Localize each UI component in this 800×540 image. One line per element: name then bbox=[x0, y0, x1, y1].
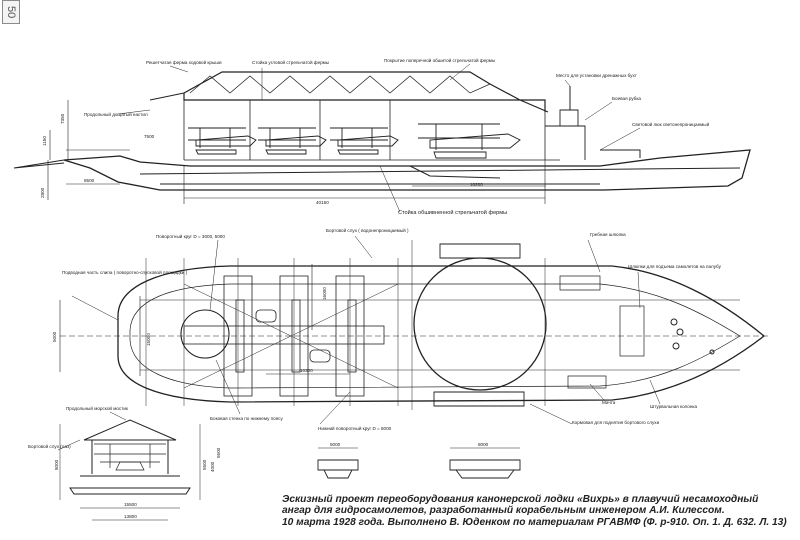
label-combat-cabin: Боевая рубка bbox=[612, 96, 641, 101]
label-stern: Гребная шлюпка bbox=[590, 232, 626, 237]
label-sidewall: Боковая стенка по нижнему поясу bbox=[210, 416, 283, 421]
dim-16000: 16000 bbox=[322, 287, 327, 300]
label-roof-covering: Покрытие поперечной обшитой стрельчатой … bbox=[384, 57, 495, 63]
dim-40150: 40150 bbox=[316, 200, 329, 205]
label-side-plank: Продольный дощатый настил bbox=[84, 111, 148, 117]
label-lower-circle: Нижний поворотный круг D = 6000 bbox=[318, 425, 392, 431]
dim-16200: 16200 bbox=[470, 182, 483, 187]
seaplane-side-3 bbox=[330, 127, 399, 155]
label-mast: Мачта bbox=[602, 400, 616, 405]
dim-1150: 1150 bbox=[42, 136, 47, 146]
label-lift-part: Подводная часть слипа ( поворотно-спуско… bbox=[62, 269, 188, 275]
seaplane-plan-set bbox=[183, 275, 385, 397]
page-number: 50 bbox=[2, 0, 20, 24]
caption-line-3: 10 марта 1928 года. Выполнено В. Юденком… bbox=[282, 516, 787, 528]
dim-10300: 10300 bbox=[300, 368, 313, 373]
caption-line-1: Эскизный проект переоборудования канонер… bbox=[282, 494, 759, 505]
seaplane-side-1 bbox=[188, 127, 257, 155]
label-lamp: Световой люк светонепроницаемый bbox=[632, 121, 710, 127]
caption-line-2: ангар для гидросамолетов, разработанный … bbox=[282, 505, 725, 517]
label-tail-part: Кормовая для поднятия бортового слухи bbox=[572, 420, 660, 425]
dim-v-8000: 8000 bbox=[54, 459, 59, 470]
plan-view bbox=[59, 235, 770, 425]
seaplane-side-4 bbox=[418, 123, 521, 159]
label-roof-truss: Решетчатая ферма ходовой крыши bbox=[146, 59, 222, 65]
label-side-door: Бортовой слух (лаз) bbox=[28, 443, 71, 449]
hangar-cross-section bbox=[57, 411, 201, 521]
dim-13800: 13800 bbox=[124, 514, 137, 519]
dim-7350: 7350 bbox=[60, 113, 65, 124]
label-stand-arch: Стойка обшивненной стрельчатой фермы bbox=[398, 209, 507, 216]
dim-2800: 2800 bbox=[40, 187, 45, 198]
small-turntable bbox=[180, 309, 230, 359]
dim-5000-small: 5000 bbox=[330, 442, 341, 447]
label-small-cross: Продольный морской мостик bbox=[66, 405, 129, 411]
drawing-caption: Эскизный проект переоборудования канонер… bbox=[282, 494, 792, 528]
label-wheel: Штурвальная колонка bbox=[650, 404, 697, 409]
dim-v-5500: 5500 bbox=[202, 459, 207, 470]
turntable-detail-small bbox=[317, 447, 359, 479]
label-turn-circle: Поворотный круг D = 3000, 5000 bbox=[156, 233, 225, 239]
seaplane-side-2 bbox=[258, 127, 327, 155]
dimension-labels: 7350 1150 7500 8500 2800 16200 40150 103… bbox=[40, 113, 489, 519]
dim-15500: 15500 bbox=[124, 502, 137, 507]
side-elevation bbox=[13, 63, 751, 213]
turntable-detail-large bbox=[449, 447, 521, 479]
dim-v-5500b: 5500 bbox=[216, 447, 221, 458]
label-hatch: Место для установки дренажных бухт bbox=[556, 73, 638, 78]
dim-8500: 8500 bbox=[84, 178, 95, 183]
dim-v-4000: 4000 bbox=[210, 461, 215, 472]
dim-15000: 15000 bbox=[146, 333, 151, 346]
label-boats: Шлюпки для подъема самолетов на палубу bbox=[628, 264, 722, 269]
dim-5000: 5000 bbox=[52, 331, 57, 342]
label-bulkhead: Бортовой слух ( водонепроницаемый ) bbox=[326, 227, 409, 233]
annotation-labels: Решетчатая ферма ходовой крыши Стойка уг… bbox=[28, 57, 722, 449]
dim-8000-large: 8000 bbox=[478, 442, 489, 447]
dim-7500: 7500 bbox=[144, 134, 155, 139]
label-roof-stand: Стойка угловой стрельчатой фермы bbox=[252, 59, 329, 65]
